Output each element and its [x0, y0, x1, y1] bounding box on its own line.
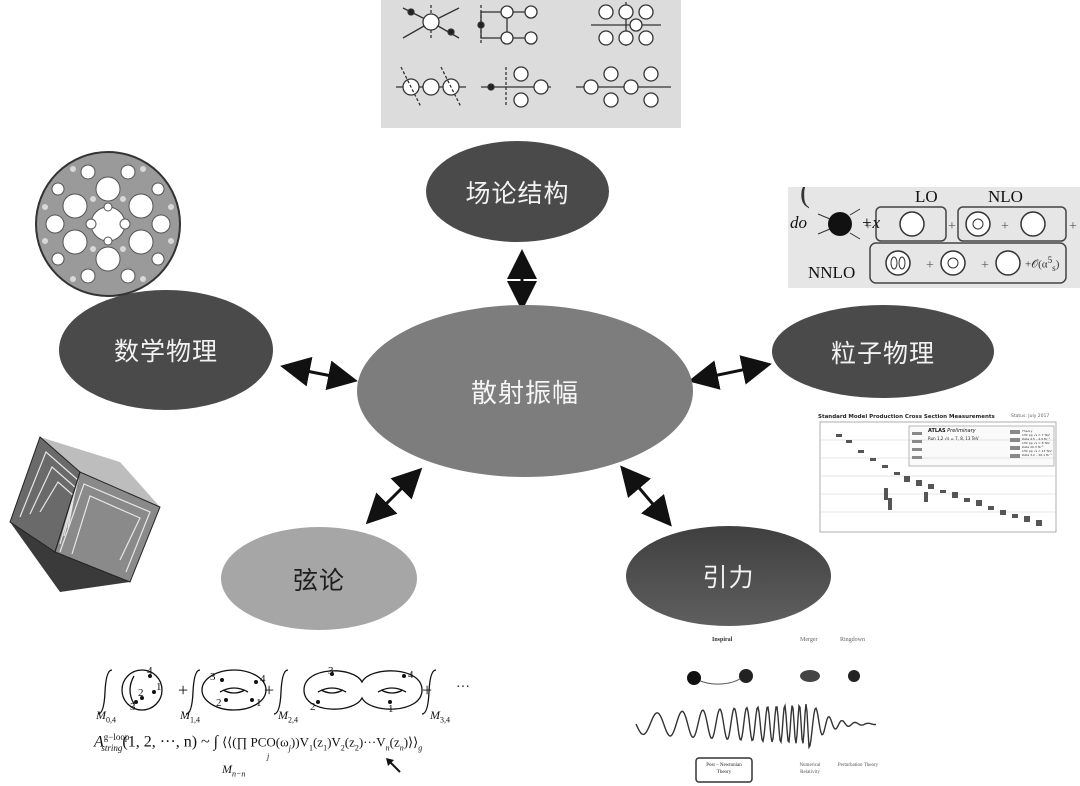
svg-text:3: 3 — [328, 665, 334, 677]
arrow-center-gravity — [620, 465, 672, 527]
atlas-plot-title: Standard Model Production Cross Section … — [818, 414, 995, 420]
svg-text:+: + — [1001, 219, 1009, 234]
gw-numerical-label: Numerical Relativity — [799, 763, 821, 775]
atlas-cross-section-panel: Standard Model Production Cross Section … — [806, 410, 1064, 540]
atlas-legend: Theory LHC pp √s = 7 TeV Data 4.5 – 4.9 … — [1022, 429, 1052, 457]
feynman-graphs-image — [396, 2, 671, 108]
svg-text:+: + — [422, 680, 432, 700]
math-physics-label: 数学物理 — [113, 337, 218, 366]
apollonian-disk-image — [35, 151, 181, 297]
atlas-run-label: Run 1,2 √s = 7, 8, 13 TeV — [928, 436, 979, 441]
svg-text:1: 1 — [388, 703, 394, 715]
pointer-arrow-icon — [386, 758, 401, 773]
amplituhedron-image — [9, 436, 161, 592]
atlas-status: Status: July 2017 — [1011, 414, 1050, 419]
qcd-expansion-diagram: + + + + + + ( — [800, 187, 1077, 284]
svg-text:+: + — [264, 680, 274, 700]
svg-text:2: 2 — [216, 697, 222, 709]
svg-text:+: + — [178, 680, 188, 700]
arrow-center-particle-physics — [688, 355, 772, 390]
particle-physics-node: 粒子物理 — [772, 305, 994, 398]
arrow-center-math-physics — [280, 356, 358, 391]
svg-text:4: 4 — [260, 673, 266, 685]
qcd-expansion-panel: + + + + + + ( LO NLO NNLO do +x +𝒪(α5s) — [788, 187, 1080, 288]
math-physics-node: 数学物理 — [59, 290, 273, 410]
particle-physics-label: 粒子物理 — [830, 338, 935, 368]
svg-text:1: 1 — [256, 697, 262, 709]
center-node: 散射振幅 — [357, 305, 693, 477]
gw-waveform-image — [635, 669, 877, 783]
svg-text:2: 2 — [310, 701, 316, 713]
moduli-m14: M1,4 — [180, 708, 200, 725]
gravitational-wave-panel: Inspiral Merger Ringdown Post – Newtonia… — [632, 634, 890, 786]
gw-ringdown-label: Ringdown — [840, 637, 866, 643]
field-theory-node: 场论结构 — [426, 141, 609, 242]
svg-text:4: 4 — [147, 665, 153, 677]
atlas-label: ATLAS Preliminary — [928, 428, 976, 434]
gw-merger-label: Merger — [800, 637, 818, 643]
gw-perturbation-label: Perturbation Theory — [837, 763, 879, 768]
atlas-plot-image — [819, 421, 1057, 533]
moduli-m04: M0,4 — [96, 708, 116, 725]
svg-text:2: 2 — [138, 687, 144, 699]
arrow-center-string-theory — [365, 467, 423, 525]
qcd-lo-label: LO — [915, 187, 938, 206]
svg-text:(: ( — [800, 187, 810, 209]
gravity-label: 引力 — [702, 563, 755, 592]
qcd-do-label: do — [790, 213, 807, 232]
svg-text:+: + — [864, 219, 872, 234]
qcd-x-label: +x — [861, 213, 881, 232]
feynman-graphs-panel — [381, 0, 681, 128]
svg-text:+: + — [926, 258, 934, 273]
svg-text:3: 3 — [210, 671, 216, 683]
gravity-node: 引力 — [626, 526, 831, 626]
svg-text:+: + — [1069, 219, 1077, 234]
field-theory-label: 场论结构 — [465, 178, 570, 208]
svg-text:4: 4 — [408, 669, 414, 681]
qcd-nnlo-label: NNLO — [808, 263, 856, 282]
string-dots: ··· — [456, 680, 470, 695]
product-index-j: j — [267, 752, 270, 761]
svg-text:1: 1 — [156, 681, 162, 693]
string-theory-label: 弦论 — [292, 565, 345, 595]
svg-text:3: 3 — [130, 701, 136, 713]
center-node-label: 散射振幅 — [470, 378, 579, 409]
string-amplitude-formula: Ag−loopstring(1, 2, ···, n) ~ ∫ ⟨⟨(∏ PCO… — [94, 732, 423, 753]
moduli-m24: M2,4 — [278, 708, 298, 725]
svg-text:+: + — [948, 219, 956, 234]
moduli-mnn: Mn−n — [222, 762, 246, 779]
qcd-nlo-label: NLO — [988, 187, 1023, 206]
qcd-order-label: +𝒪(α5s) — [1025, 255, 1060, 273]
gw-pn-theory-label: Post – Newtonian Theory — [706, 763, 742, 775]
moduli-m34: M3,4 — [430, 708, 450, 725]
gw-inspiral-label: Inspiral — [712, 637, 733, 643]
string-theory-node: 弦论 — [221, 527, 417, 630]
svg-text:+: + — [981, 258, 989, 273]
